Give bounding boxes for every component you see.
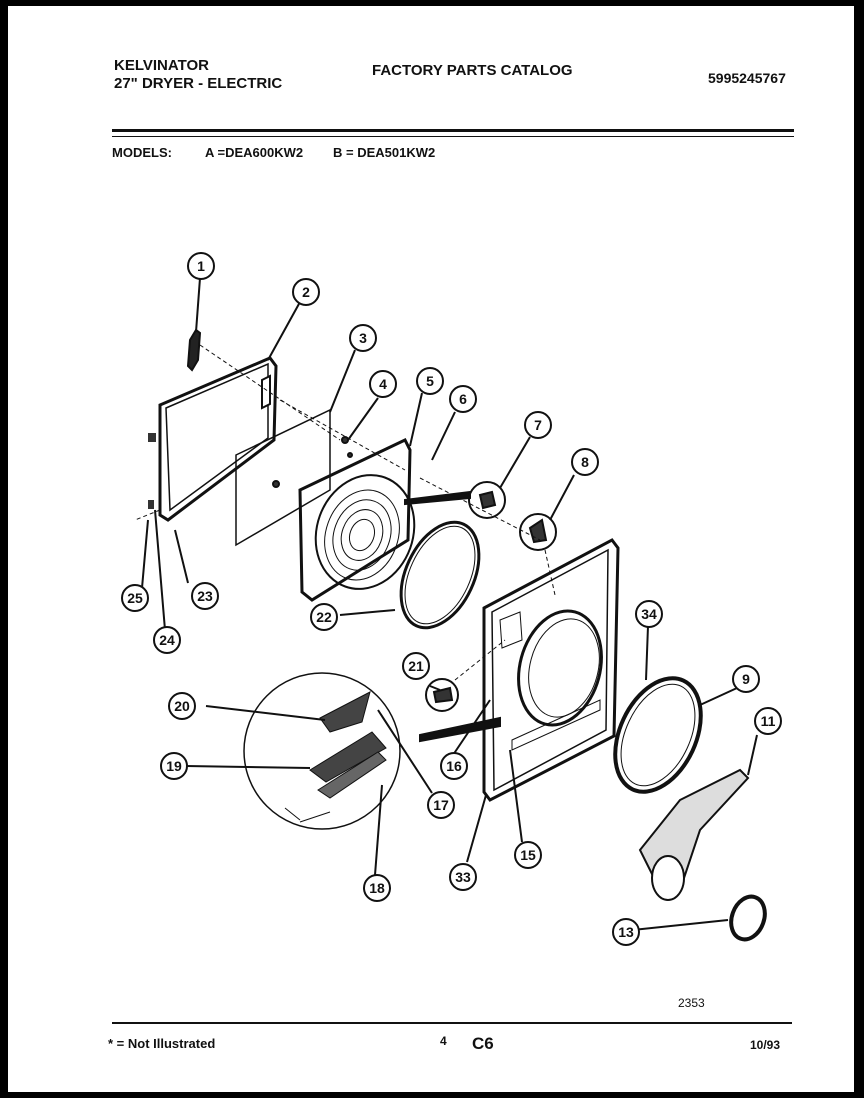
section-code: C6: [472, 1034, 494, 1053]
brand-name: KELVINATOR: [114, 57, 210, 74]
callout-circle-25: [121, 584, 149, 612]
models-label: MODELS:: [112, 145, 172, 160]
callout-circle-15: [514, 841, 542, 869]
callout-label-11: 11: [761, 713, 776, 729]
part-33-front-panel: [482, 538, 620, 802]
callout-label-2: 2: [302, 284, 310, 300]
callout-label-17: 17: [433, 797, 449, 813]
callout-circle-20: [168, 692, 196, 720]
callout-circle-1: [187, 252, 215, 280]
callout-circle-11: [754, 707, 782, 735]
callout-label-9: 9: [742, 671, 750, 687]
callout-label-24: 24: [159, 632, 175, 648]
not-illustrated-note: * = Not Illustrated: [108, 1036, 216, 1051]
header-rule-thin: [112, 136, 794, 137]
detail-magnifier: [243, 672, 401, 830]
callout-label-1: 1: [197, 258, 205, 274]
callout-label-22: 22: [316, 609, 332, 625]
catalog-title: FACTORY PARTS CATALOG: [372, 62, 573, 79]
callout-label-5: 5: [426, 373, 434, 389]
callout-label-13: 13: [618, 924, 634, 940]
callout-label-18: 18: [369, 880, 385, 896]
callout-circle-4: [369, 370, 397, 398]
callout-label-6: 6: [459, 391, 467, 407]
model-a: A =DEA600KW2: [205, 145, 304, 160]
callout-circle-22: [310, 603, 338, 631]
callout-label-16: 16: [446, 758, 462, 774]
page-number: 4: [440, 1034, 447, 1048]
callout-circle-2: [292, 278, 320, 306]
callout-circle-18: [363, 874, 391, 902]
callout-circle-5: [416, 367, 444, 395]
part-9-seal: [613, 676, 703, 794]
callout-circle-8: [571, 448, 599, 476]
callout-circle-24: [153, 626, 181, 654]
callout-circle-16: [440, 752, 468, 780]
part-13-ring: [729, 894, 767, 942]
callout-circle-6: [449, 385, 477, 413]
callout-label-8: 8: [581, 454, 589, 470]
catalog-part-number: 5995245767: [708, 70, 786, 86]
callout-circle-23: [191, 582, 219, 610]
callout-circle-13: [612, 918, 640, 946]
callout-label-15: 15: [520, 847, 536, 863]
callout-label-21: 21: [408, 658, 424, 674]
part-7-latch: [468, 481, 506, 519]
callout-circle-34: [635, 600, 663, 628]
product-name: 27" DRYER - ELECTRIC: [114, 75, 283, 92]
callout-circle-19: [160, 752, 188, 780]
parts-sheet: [8, 6, 854, 1092]
part-8-strike: [519, 513, 557, 551]
part-22-door-seal: [399, 520, 481, 630]
callout-circle-3: [349, 324, 377, 352]
callout-circle-7: [524, 411, 552, 439]
callout-label-4: 4: [379, 376, 387, 392]
part-21-clip: [425, 678, 459, 712]
callout-label-3: 3: [359, 330, 367, 346]
diagram-number: 2353: [678, 996, 705, 1010]
revision-date: 10/93: [750, 1038, 781, 1052]
callout-label-23: 23: [197, 588, 213, 604]
callout-label-20: 20: [174, 698, 190, 714]
part-1-hinge: [186, 328, 202, 372]
callout-circle-33: [449, 863, 477, 891]
part-5-inner-door: [298, 438, 412, 602]
part-3-door-liner: [235, 408, 331, 547]
callout-label-33: 33: [455, 869, 471, 885]
callout-label-7: 7: [534, 417, 542, 433]
callout-label-19: 19: [166, 758, 182, 774]
callout-label-34: 34: [641, 606, 657, 622]
callout-circle-9: [732, 665, 760, 693]
part-2-door-outer: [158, 356, 278, 522]
header-rule-thick: [112, 129, 794, 132]
footer-rule: [112, 1022, 792, 1024]
callout-circle-21: [402, 652, 430, 680]
callout-label-25: 25: [127, 590, 143, 606]
model-b: B = DEA501KW2: [333, 145, 436, 160]
callout-circle-17: [427, 791, 455, 819]
